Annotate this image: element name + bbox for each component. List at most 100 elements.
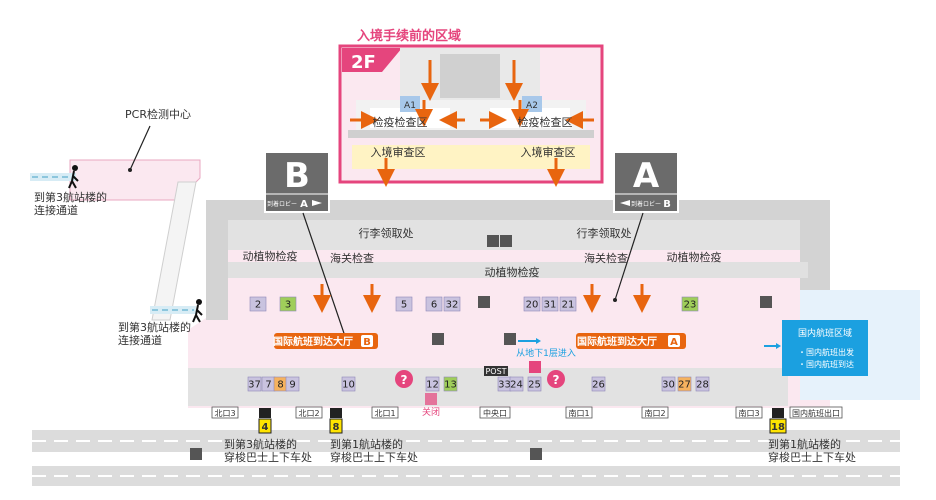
sign-b-letter: B (284, 156, 310, 196)
counter-number: 3 (285, 300, 291, 311)
counter-number: 7 (265, 380, 271, 391)
sign-a (613, 151, 679, 213)
counter-number: 12 (426, 380, 439, 391)
baggage-right: 行李领取处 (577, 226, 632, 240)
counter-box (443, 296, 461, 312)
exit-label: 国内航班出口 (792, 408, 840, 418)
connector-mid-line2: 连接通道 (118, 333, 162, 347)
closed-label: 关闭 (422, 406, 440, 418)
counter-number: 5 (401, 300, 407, 311)
counter-number: 33 (498, 380, 511, 391)
counter-number: 20 (526, 300, 539, 311)
hall-a-label: 国际航班到达大厅 (577, 335, 657, 348)
counter-box (247, 376, 262, 392)
sign-a-sub: B (663, 199, 671, 210)
bus-stop-18 (769, 408, 787, 434)
domestic-title: 国内航班区域 (798, 327, 852, 339)
walker-icon (192, 299, 203, 323)
pcr-building (30, 159, 201, 321)
post-box (484, 366, 508, 376)
closed-icon (425, 393, 437, 405)
counter-number: 28 (696, 380, 709, 391)
sign-b-lobby: 到着ロビー (267, 200, 297, 208)
immigration-right: 入境审查区 (521, 145, 576, 159)
bus-stop-8 (329, 408, 343, 434)
customs-left: 海关检查 (330, 251, 374, 265)
walker-icon (68, 165, 79, 189)
baggage-left: 行李领取处 (359, 226, 414, 240)
basement-note: 从地下1层进入 (516, 347, 576, 359)
hall-a-letter: A (670, 337, 678, 348)
restroom-icon (760, 296, 772, 308)
exit-label: 北口2 (298, 409, 319, 418)
counter-number: 32 (446, 300, 459, 311)
counter-number: 2 (255, 300, 261, 311)
wheelchair-icon (500, 235, 512, 247)
domestic-area (764, 320, 868, 376)
connector-top-line2: 连接通道 (34, 203, 78, 217)
hall-b-label: 国际航班到达大厅 (273, 335, 353, 348)
bus-stop-4-number: 4 (262, 422, 269, 433)
counter-box (425, 376, 440, 392)
exit-sign (295, 406, 323, 419)
sign-b (264, 151, 330, 213)
counter-box (443, 376, 458, 392)
exit-label: 北口3 (214, 409, 235, 418)
post-label: POST (485, 367, 506, 376)
roads (32, 430, 900, 486)
exit-sign (565, 406, 593, 419)
counter-box (681, 296, 699, 312)
counter-box (395, 296, 413, 312)
exit-label: 南口3 (738, 408, 759, 418)
info-icon: ? (547, 370, 565, 388)
floor-badge: 2F (351, 52, 376, 73)
counter-box (523, 296, 541, 312)
plant-center: 动植物检疫 (485, 265, 540, 279)
escalator-icon (504, 333, 516, 345)
quarantine-left: 检疫检查区 (373, 115, 428, 129)
counter-number: 13 (444, 380, 457, 391)
svg-text:?: ? (553, 373, 560, 387)
counter-box (527, 376, 542, 392)
counter-box (661, 376, 676, 392)
inset-title: 入境手续前的区域 (357, 28, 461, 44)
bus18-line2: 穿梭巴士上下车处 (768, 450, 856, 464)
counter-box (249, 296, 267, 312)
counter-number: 9 (289, 380, 295, 391)
bus-stop-18-number: 18 (771, 422, 785, 433)
bus18-line1: 到第1航站楼的 (768, 437, 841, 451)
gate-a1: A1 (404, 101, 416, 111)
hall-b (274, 333, 378, 349)
sign-b-sub: A (300, 199, 308, 210)
exit-sign (735, 406, 763, 419)
counter-box (695, 376, 710, 392)
exit-label: 中央口 (483, 408, 507, 418)
bus8-line1: 到第1航站楼的 (330, 437, 403, 451)
bus-stop-8-number: 8 (333, 422, 340, 433)
counter-box (425, 296, 443, 312)
exit-sign (211, 406, 239, 419)
inset-2f (338, 44, 604, 187)
connector-top-line1: 到第3航站楼的 (34, 190, 107, 204)
smoking-icon (190, 448, 202, 460)
gate-a2: A2 (526, 101, 538, 111)
counter-number: 31 (544, 300, 557, 311)
counter-number: 27 (678, 380, 691, 391)
counter-number: 8 (277, 380, 283, 391)
domestic-line2: ・国内航班到达 (798, 359, 854, 369)
sign-a-letter: A (633, 156, 660, 196)
escalator-icon (432, 333, 444, 345)
bus4-line1: 到第3航站楼的 (224, 437, 297, 451)
counter-box (559, 296, 577, 312)
hall-a (576, 333, 686, 349)
restroom-icon (478, 296, 490, 308)
counter-number: 10 (342, 380, 355, 391)
counter-number: 26 (592, 380, 605, 391)
counter-box (541, 296, 559, 312)
hall-b-letter: B (363, 337, 371, 348)
bus-stop-4 (258, 408, 272, 434)
